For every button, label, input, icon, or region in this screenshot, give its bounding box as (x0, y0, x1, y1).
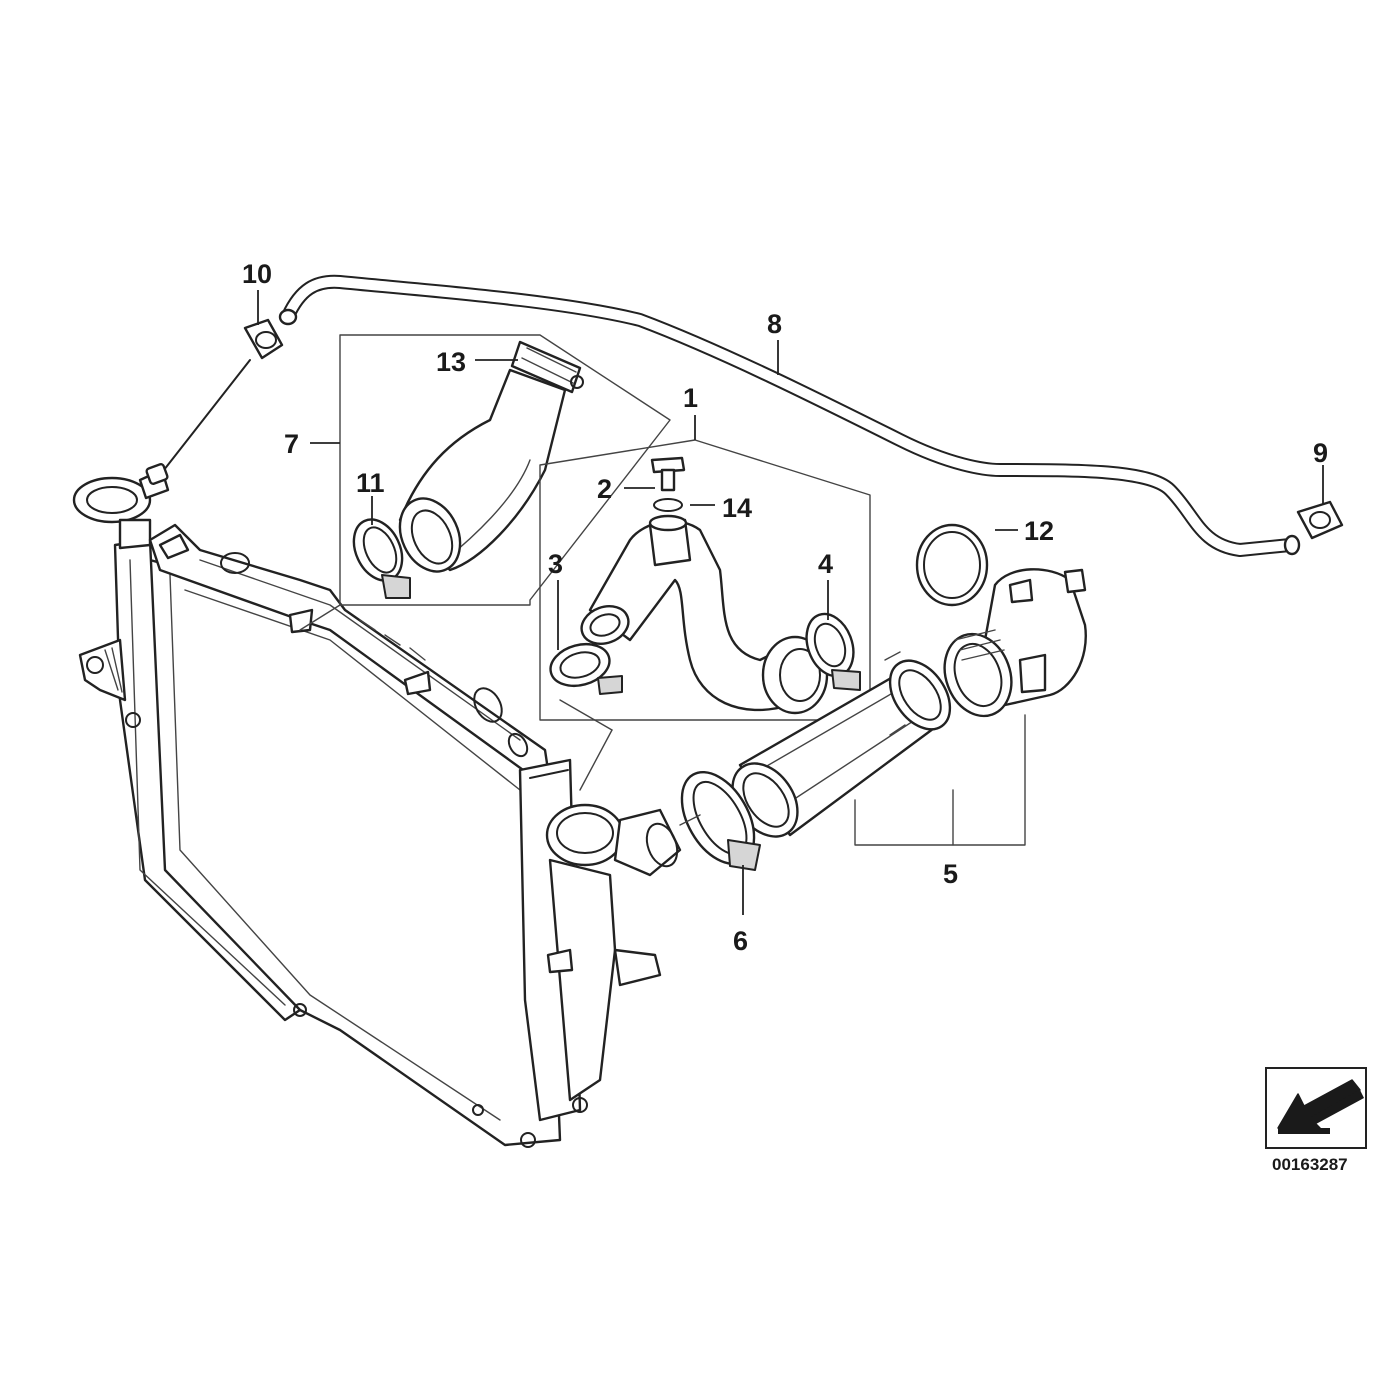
callout-1: 1 (683, 383, 698, 413)
part-8-hose (278, 274, 1301, 557)
callout-13: 13 (436, 347, 466, 377)
callout-11: 11 (356, 468, 385, 498)
part-12-oring (915, 523, 989, 607)
arrow-icon (1277, 1079, 1364, 1134)
callout-5: 5 (943, 859, 958, 889)
diagram-number: 00163287 (1272, 1155, 1348, 1174)
part-7-group (299, 334, 671, 631)
callout-7: 7 (284, 429, 299, 459)
callout-6: 6 (733, 926, 748, 956)
callout-12: 12 (1024, 516, 1054, 546)
callout-9: 9 (1313, 438, 1328, 468)
leader-lines (257, 290, 1324, 915)
part-6-clamp (679, 770, 761, 871)
part-1-group (539, 439, 871, 791)
callout-8: 8 (767, 309, 782, 339)
callout-10: 10 (242, 259, 272, 289)
callout-4: 4 (818, 549, 833, 579)
part-9-clamp (1296, 500, 1344, 540)
callout-3: 3 (548, 549, 563, 579)
callout-14: 14 (722, 493, 752, 523)
part-10-clamp (145, 318, 284, 485)
callouts: 1 2 3 4 5 6 7 8 9 10 11 12 13 14 (242, 259, 1328, 956)
callout-2: 2 (597, 474, 612, 504)
radiator (72, 468, 682, 1148)
direction-badge: 00163287 (1265, 1067, 1367, 1174)
